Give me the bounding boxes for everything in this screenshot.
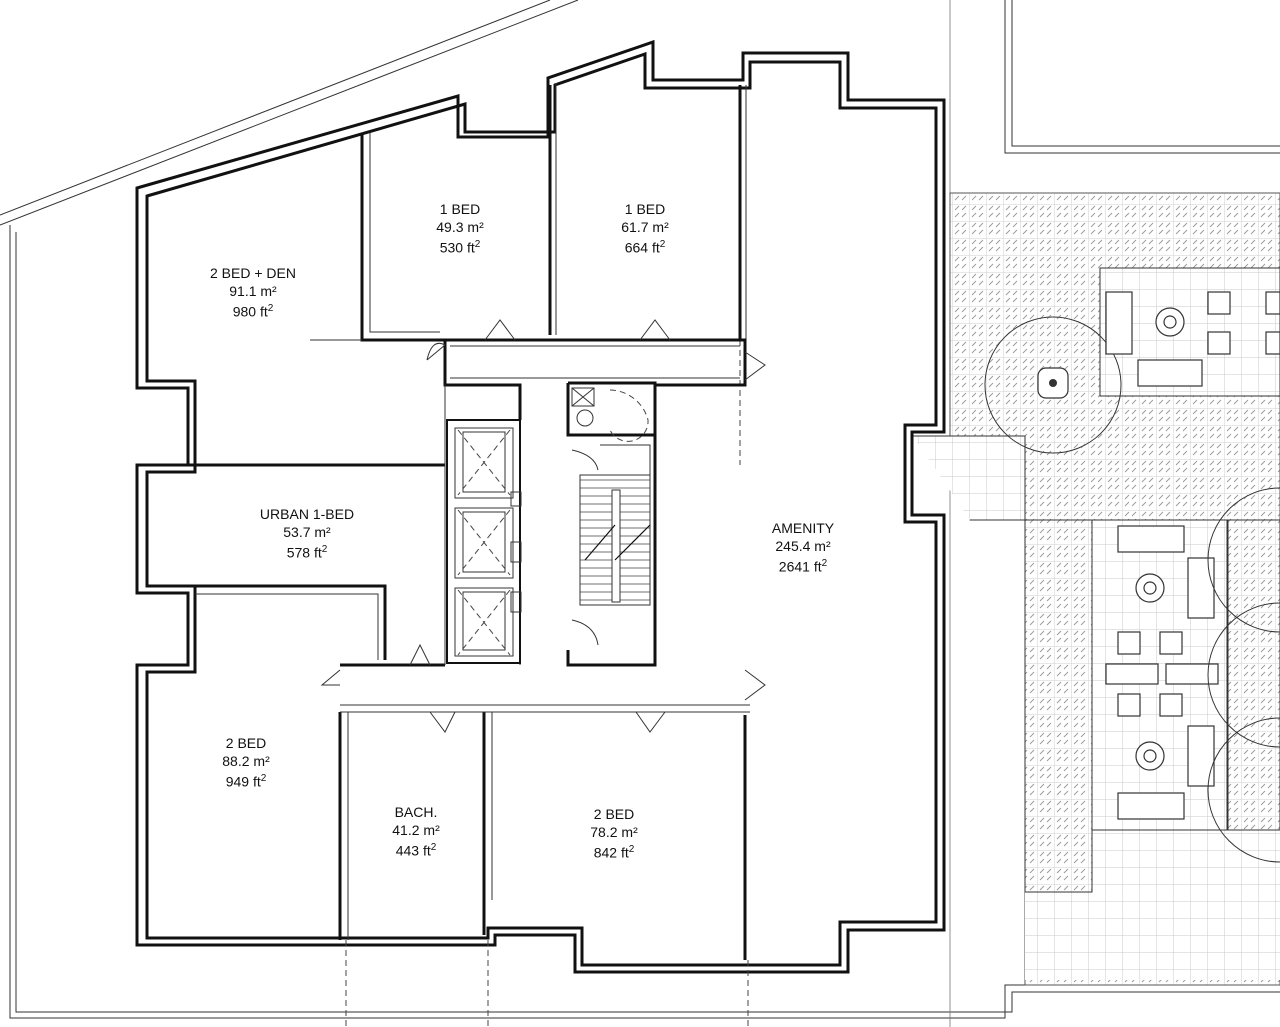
room-label-amenity: AMENITY 245.4 m² 2641 ft2 <box>772 519 834 576</box>
room-area-metric: 41.2 m² <box>392 822 440 838</box>
room-label-1-bed-a: 1 BED 49.3 m² 530 ft2 <box>436 200 483 257</box>
room-area-metric: 245.4 m² <box>775 538 831 554</box>
room-area-imperial: 530 ft2 <box>439 239 481 256</box>
room-name: AMENITY <box>771 520 835 536</box>
room-area-imperial: 664 ft2 <box>624 239 666 256</box>
partitions <box>147 83 750 1027</box>
room-name: 1 BED <box>624 201 666 217</box>
room-name: 2 BED + DEN <box>210 265 296 281</box>
room-area-imperial: 2641 ft2 <box>778 558 828 575</box>
stairwell <box>566 381 657 667</box>
room-label-2-bed-b: 2 BED 78.2 m² 842 ft2 <box>590 805 637 862</box>
door-swings <box>320 319 766 733</box>
upper-corridor <box>443 338 747 665</box>
room-area-metric: 91.1 m² <box>229 283 277 299</box>
room-area-metric: 88.2 m² <box>222 753 270 769</box>
room-name: 2 BED <box>225 735 267 751</box>
room-area-metric: 49.3 m² <box>436 219 484 235</box>
room-label-2-bed-den: 2 BED + DEN 91.1 m² 980 ft2 <box>210 264 296 321</box>
room-label-1-bed-b: 1 BED 61.7 m² 664 ft2 <box>621 200 668 257</box>
room-area-imperial: 842 ft2 <box>593 844 635 861</box>
room-label-urban-1-bed: URBAN 1-BED 53.7 m² 578 ft2 <box>260 505 354 562</box>
room-area-metric: 53.7 m² <box>283 524 331 540</box>
room-area-imperial: 578 ft2 <box>286 544 328 561</box>
room-area-metric: 78.2 m² <box>590 824 638 840</box>
terrace-furniture <box>984 291 1280 863</box>
room-area-imperial: 949 ft2 <box>225 773 267 790</box>
room-name: URBAN 1-BED <box>259 506 355 522</box>
room-name: 1 BED <box>439 201 481 217</box>
room-label-2-bed-a: 2 BED 88.2 m² 949 ft2 <box>222 734 269 791</box>
room-name: 2 BED <box>593 806 635 822</box>
room-area-imperial: 443 ft2 <box>395 842 437 859</box>
elevator-bank <box>446 419 522 664</box>
room-area-metric: 61.7 m² <box>621 219 669 235</box>
building-walls <box>135 39 946 974</box>
room-name: BACH. <box>394 804 438 820</box>
room-label-bachelor: BACH. 41.2 m² 443 ft2 <box>392 803 439 860</box>
room-area-imperial: 980 ft2 <box>232 303 274 320</box>
